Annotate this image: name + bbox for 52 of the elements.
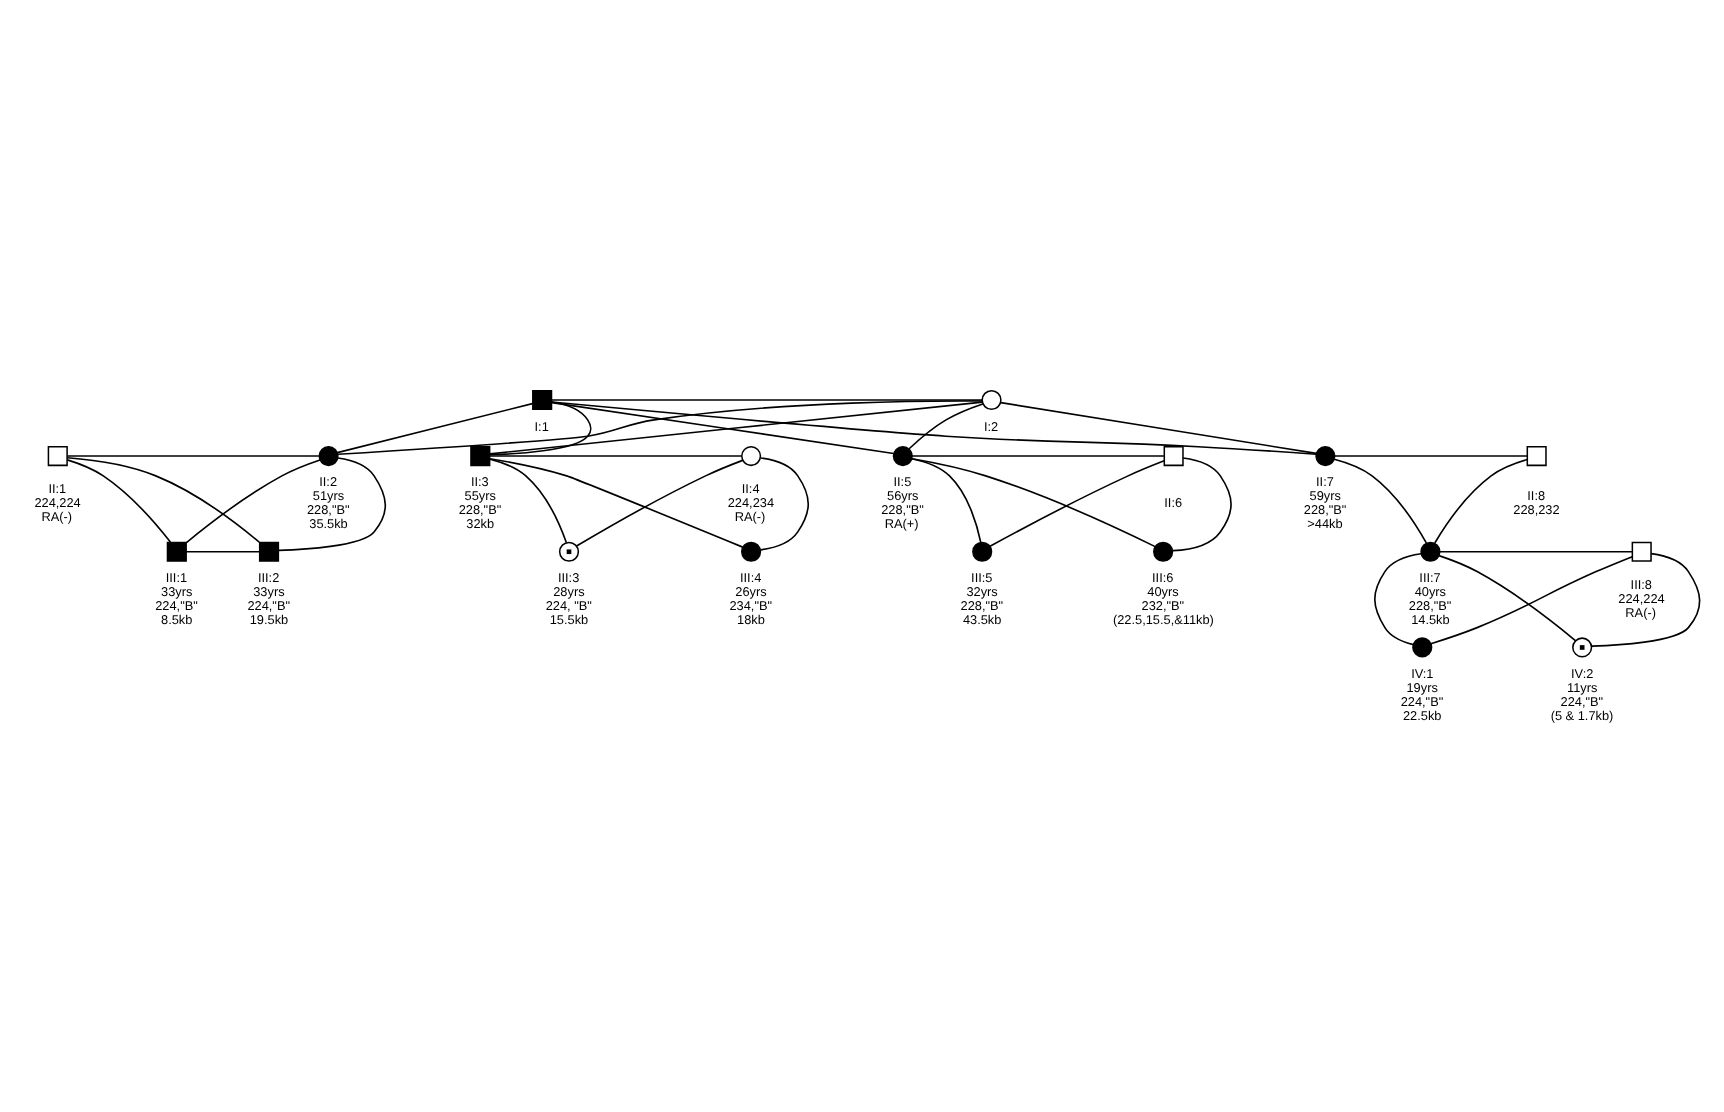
node-circle <box>980 388 1001 410</box>
connector <box>335 401 533 453</box>
connector <box>336 399 982 455</box>
connector <box>999 400 1317 454</box>
connector <box>1333 454 1527 456</box>
connector <box>488 454 742 456</box>
node-box <box>165 540 186 561</box>
node-box <box>1630 540 1651 561</box>
node-circle <box>971 540 992 561</box>
node-circle <box>740 540 761 561</box>
node-box <box>1525 444 1546 466</box>
connector <box>184 458 320 543</box>
node-circle <box>557 540 579 561</box>
node-circle <box>317 444 338 466</box>
connector <box>988 459 1164 547</box>
connector <box>910 454 1164 456</box>
connector <box>488 400 591 455</box>
node-circle <box>1314 444 1335 466</box>
node-box <box>257 540 279 561</box>
connector <box>1589 551 1700 646</box>
connector <box>1372 551 1422 645</box>
connector <box>65 458 171 542</box>
connector <box>574 458 743 546</box>
node-box <box>1162 444 1183 466</box>
connector <box>487 400 983 454</box>
connector <box>910 456 981 543</box>
connector <box>1170 456 1231 551</box>
connector <box>910 456 1155 547</box>
connector <box>1438 549 1633 552</box>
connector <box>184 549 260 552</box>
node-circle <box>1152 540 1173 561</box>
connector <box>1437 553 1576 641</box>
connector <box>65 455 259 542</box>
node-circle <box>1419 540 1440 561</box>
connector <box>758 456 809 550</box>
connector <box>488 456 743 547</box>
node-circle <box>740 444 761 466</box>
node-circle <box>891 444 912 466</box>
connector <box>65 454 319 456</box>
node-circle <box>1571 636 1592 657</box>
connector <box>1332 457 1427 543</box>
connector <box>550 400 894 454</box>
connector <box>907 402 983 449</box>
connector <box>549 400 1316 454</box>
node-circle <box>1411 636 1432 657</box>
node-box <box>469 444 490 466</box>
connector <box>488 457 567 543</box>
node-box <box>46 444 67 466</box>
connector <box>550 398 982 400</box>
connector <box>1433 457 1528 543</box>
connector <box>276 456 386 551</box>
connector <box>1429 554 1633 644</box>
